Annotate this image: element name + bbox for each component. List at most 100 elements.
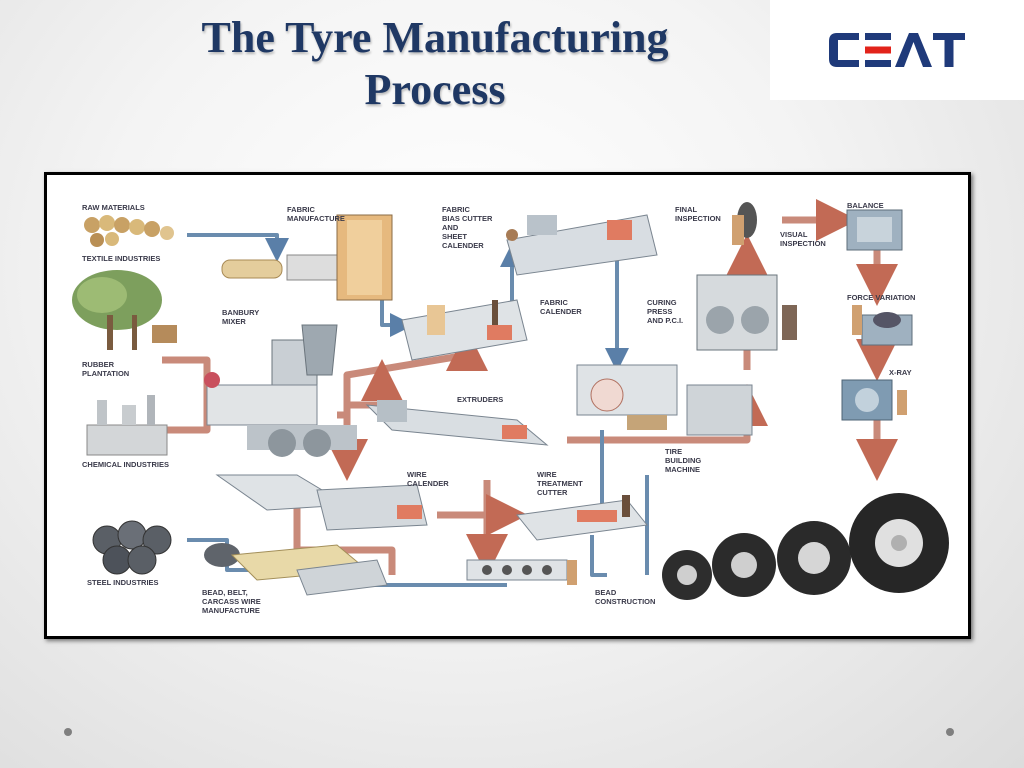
label-force: FORCE VARIATION <box>847 293 915 302</box>
label-textile-industries: TEXTILE INDUSTRIES <box>82 254 160 263</box>
label-steel: STEEL INDUSTRIES <box>87 578 159 587</box>
label-bead-belt-3: MANUFACTURE <box>202 606 260 615</box>
svg-text:RAW MATERIALS: RAW MATERIALS <box>82 203 145 212</box>
svg-text:BUILDING: BUILDING <box>665 456 701 465</box>
label-visual-1: VISUAL <box>780 230 808 239</box>
label-visual-2: INSPECTION <box>780 239 826 248</box>
label-curing-1: CURING <box>647 298 677 307</box>
label-chemical: CHEMICAL INDUSTRIES <box>82 460 169 469</box>
svg-text:AND: AND <box>442 223 459 232</box>
svg-text:FINAL: FINAL <box>675 205 697 214</box>
svg-text:MANUFACTURE: MANUFACTURE <box>202 606 260 615</box>
label-raw-materials: RAW MATERIALS <box>82 203 145 212</box>
svg-text:SHEET: SHEET <box>442 232 467 241</box>
label-bead-belt-1: BEAD, BELT, <box>202 588 248 597</box>
svg-text:INSPECTION: INSPECTION <box>780 239 826 248</box>
svg-text:INSPECTION: INSPECTION <box>675 214 721 223</box>
fabric-calender-illustration <box>401 299 528 361</box>
ceat-logo-mark <box>829 33 965 67</box>
svg-text:CALENDER: CALENDER <box>407 479 449 488</box>
svg-text:VISUAL: VISUAL <box>780 230 808 239</box>
svg-text:MACHINE: MACHINE <box>665 465 700 474</box>
label-bead-con-2: CONSTRUCTION <box>595 597 655 606</box>
svg-text:FORCE VARIATION: FORCE VARIATION <box>847 293 915 302</box>
svg-text:BEAD, BELT,: BEAD, BELT, <box>202 588 248 597</box>
svg-text:CARCASS WIRE: CARCASS WIRE <box>202 597 261 606</box>
tire-building-machine-illustration <box>576 364 753 436</box>
svg-text:STEEL INDUSTRIES: STEEL INDUSTRIES <box>87 578 159 587</box>
label-extruders: EXTRUDERS <box>457 395 503 404</box>
label-tire-1: TIRE <box>665 447 682 456</box>
label-bias-1: FABRIC <box>442 205 471 214</box>
final-inspection-illustration <box>732 202 757 245</box>
extruders-illustration <box>365 400 549 446</box>
svg-text:WIRE: WIRE <box>407 470 427 479</box>
svg-text:PLANTATION: PLANTATION <box>82 369 129 378</box>
label-banbury-2: MIXER <box>222 317 246 326</box>
label-wire-cal-2: CALENDER <box>407 479 449 488</box>
label-rubber-2: PLANTATION <box>82 369 129 378</box>
svg-text:PRESS: PRESS <box>647 307 672 316</box>
chemical-industries-illustration <box>86 395 168 456</box>
svg-text:CHEMICAL INDUSTRIES: CHEMICAL INDUSTRIES <box>82 460 169 469</box>
svg-text:AND P.C.I.: AND P.C.I. <box>647 316 683 325</box>
label-fabric-manufacture-2: MANUFACTURE <box>287 214 345 223</box>
process-flow-illustration: RAW MATERIALS TEXTILE INDUSTRIES FABRIC … <box>72 199 949 615</box>
svg-text:TREATMENT: TREATMENT <box>537 479 583 488</box>
force-variation-illustration <box>852 305 913 346</box>
banbury-mixer-illustration <box>204 324 357 457</box>
label-xray: X-RAY <box>889 368 912 377</box>
wire-calender-illustration <box>215 474 428 531</box>
label-balance: BALANCE <box>847 201 884 210</box>
svg-text:FABRIC: FABRIC <box>540 298 569 307</box>
svg-text:EXTRUDERS: EXTRUDERS <box>457 395 503 404</box>
label-bias-2: BIAS CUTTER <box>442 214 493 223</box>
svg-text:MANUFACTURE: MANUFACTURE <box>287 214 345 223</box>
svg-text:WIRE: WIRE <box>537 470 557 479</box>
label-bead-con-1: BEAD <box>595 588 617 597</box>
process-diagram: RAW MATERIALS TEXTILE INDUSTRIES FABRIC … <box>44 172 971 639</box>
svg-text:CURING: CURING <box>647 298 677 307</box>
svg-text:BEAD: BEAD <box>595 588 617 597</box>
bead-belt-carcass-illustration <box>204 543 388 596</box>
svg-text:CALENDER: CALENDER <box>540 307 582 316</box>
label-rubber-1: RUBBER <box>82 360 115 369</box>
svg-text:FABRIC: FABRIC <box>287 205 316 214</box>
fabric-manufacture-illustration <box>221 214 393 301</box>
label-wire-treat-3: CUTTER <box>537 488 568 497</box>
label-curing-3: AND P.C.I. <box>647 316 683 325</box>
svg-text:CALENDER: CALENDER <box>442 241 484 250</box>
textile-bales-illustration <box>84 215 174 247</box>
svg-text:TIRE: TIRE <box>665 447 682 456</box>
label-final-2: INSPECTION <box>675 214 721 223</box>
svg-text:TEXTILE INDUSTRIES: TEXTILE INDUSTRIES <box>82 254 160 263</box>
bias-cutter-illustration <box>506 214 658 276</box>
slide-corner-dot-left <box>64 728 72 736</box>
svg-text:BALANCE: BALANCE <box>847 201 884 210</box>
label-tire-2: BUILDING <box>665 456 701 465</box>
label-banbury-1: BANBURY <box>222 308 259 317</box>
bead-construction-illustration <box>466 559 577 585</box>
svg-text:X-RAY: X-RAY <box>889 368 912 377</box>
svg-text:FABRIC: FABRIC <box>442 205 471 214</box>
label-bead-belt-2: CARCASS WIRE <box>202 597 261 606</box>
svg-text:BIAS CUTTER: BIAS CUTTER <box>442 214 493 223</box>
label-wire-treat-1: WIRE <box>537 470 557 479</box>
label-bias-4: SHEET <box>442 232 467 241</box>
wire-treatment-cutter-illustration <box>516 495 648 541</box>
svg-text:MIXER: MIXER <box>222 317 246 326</box>
xray-illustration <box>841 379 907 421</box>
label-bias-5: CALENDER <box>442 241 484 250</box>
label-curing-2: PRESS <box>647 307 672 316</box>
ceat-logo <box>770 0 1024 100</box>
balance-illustration <box>846 209 903 251</box>
rubber-plantation-illustration <box>72 270 177 350</box>
label-fabric-manufacture-1: FABRIC <box>287 205 316 214</box>
label-bias-3: AND <box>442 223 459 232</box>
label-fabric-cal-1: FABRIC <box>540 298 569 307</box>
label-wire-cal-1: WIRE <box>407 470 427 479</box>
diagram-labels: RAW MATERIALS TEXTILE INDUSTRIES FABRIC … <box>82 201 915 615</box>
svg-text:CONSTRUCTION: CONSTRUCTION <box>595 597 655 606</box>
label-wire-treat-2: TREATMENT <box>537 479 583 488</box>
curing-press-illustration <box>696 274 797 351</box>
